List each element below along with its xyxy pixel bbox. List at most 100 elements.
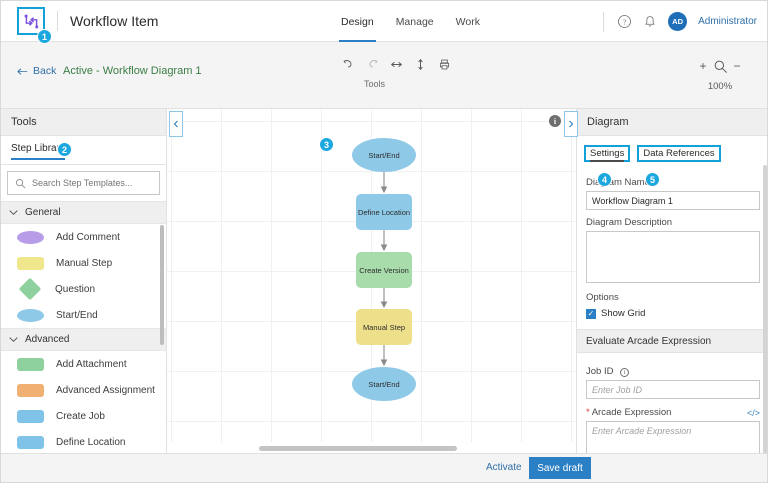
flow-node-manual-step[interactable]: Manual Step <box>356 309 412 345</box>
list-item[interactable]: Manual Step <box>1 250 166 276</box>
search-icon <box>15 178 26 188</box>
panel-scrollbar[interactable] <box>763 165 767 455</box>
zoom-level: 100% <box>707 81 733 92</box>
show-grid-checkbox[interactable]: ✓ <box>586 308 596 319</box>
arcade-section-header: Evaluate Arcade Expression <box>577 329 767 353</box>
page-title: Workflow Item <box>70 13 159 29</box>
search-input[interactable] <box>32 178 150 188</box>
back-label: Back <box>33 65 57 77</box>
chevron-left-icon <box>173 120 178 128</box>
collapse-left-panel-button[interactable] <box>169 111 183 137</box>
info-icon[interactable]: i <box>549 115 561 127</box>
panel-tabs: Settings Data References 4 5 <box>577 136 767 187</box>
flow-node-create-version[interactable]: Create Version <box>356 252 412 288</box>
sidebar-scrollbar[interactable] <box>160 225 164 345</box>
callout-badge-4: 4 <box>597 172 612 187</box>
flow-node-define-location[interactable]: Define Location <box>356 194 412 230</box>
required-asterisk: * <box>586 407 590 418</box>
tools-group: Tools <box>338 55 449 89</box>
avatar[interactable]: AD <box>668 12 688 31</box>
align-horizontal-icon[interactable] <box>390 57 403 71</box>
diagram-properties-panel: Diagram Settings Data References 4 5 Dia… <box>576 109 767 478</box>
group-header-general[interactable]: General <box>1 201 166 224</box>
redo-icon[interactable] <box>366 57 379 71</box>
tab-manage[interactable]: Manage <box>395 15 434 28</box>
step-label: Define Location <box>56 436 126 448</box>
step-label: Advanced Assignment <box>56 384 155 396</box>
tab-data-references[interactable]: Data References <box>637 144 721 162</box>
step-label: Create Job <box>56 410 105 422</box>
zoom-controls: + − 100% <box>685 56 755 92</box>
activate-button[interactable]: Activate <box>486 462 522 473</box>
show-grid-label: Show Grid <box>601 308 646 319</box>
sidebar-tabbar: Step Library 2 <box>1 136 166 165</box>
zoom-in-button[interactable]: + <box>699 59 707 73</box>
align-vertical-icon[interactable] <box>414 57 427 71</box>
document-title: Active - Workflow Diagram 1 <box>63 65 202 77</box>
flow-node-end[interactable]: Start/End <box>352 367 416 401</box>
header-divider <box>57 11 58 31</box>
panel-header: Diagram <box>577 109 767 136</box>
scrollbar-thumb[interactable] <box>259 446 457 451</box>
chevron-down-icon <box>9 337 18 343</box>
step-label: Add Attachment <box>56 358 127 370</box>
user-name[interactable]: Administrator <box>698 16 757 27</box>
shape-swatch-rect <box>17 256 44 270</box>
search-step-templates[interactable] <box>7 171 160 195</box>
magnifier-icon[interactable] <box>713 59 728 74</box>
show-grid-checkbox-row[interactable]: ✓ Show Grid <box>586 308 760 319</box>
tab-design[interactable]: Design <box>339 1 376 42</box>
shape-swatch-ellipse <box>17 230 44 244</box>
tab-step-library[interactable]: Step Library <box>11 143 65 160</box>
workflow-icon <box>24 14 38 28</box>
undo-icon[interactable] <box>342 57 355 71</box>
sub-toolbar: Back Active - Workflow Diagram 1 <box>1 42 767 109</box>
list-item[interactable]: Add Comment <box>1 224 166 250</box>
diagram-name-input[interactable]: Workflow Diagram 1 <box>586 191 760 210</box>
job-id-input[interactable]: Enter Job ID <box>586 380 760 399</box>
header-actions-divider <box>603 11 605 32</box>
group-label-advanced: Advanced <box>25 334 70 345</box>
flow-connectors <box>380 172 388 367</box>
bell-icon[interactable] <box>643 14 657 29</box>
back-button[interactable]: Back <box>17 65 56 77</box>
footer-bar: Activate Save draft <box>1 453 767 482</box>
arcade-expression-label: *Arcade Expression <box>586 407 671 418</box>
workflow-icon-highlight[interactable] <box>17 7 45 35</box>
tools-label: Tools <box>363 79 385 89</box>
print-icon[interactable] <box>438 57 451 71</box>
zoom-out-button[interactable]: − <box>733 59 741 73</box>
question-circle-icon[interactable]: ? <box>617 14 632 29</box>
info-icon[interactable]: i <box>620 368 630 377</box>
options-label: Options <box>586 292 619 303</box>
group-header-advanced[interactable]: Advanced <box>1 328 166 351</box>
list-item[interactable]: Advanced Assignment <box>1 377 166 403</box>
diagram-description-label: Diagram Description <box>586 217 673 228</box>
step-label: Question <box>55 283 96 295</box>
canvas-horizontal-scrollbar[interactable] <box>167 444 576 453</box>
tab-work[interactable]: Work <box>455 15 480 28</box>
list-item[interactable]: Create Job <box>1 403 166 429</box>
shape-swatch-diamond <box>18 277 42 301</box>
collapse-right-panel-button[interactable] <box>564 111 578 137</box>
job-id-label: Job ID i <box>586 366 760 377</box>
list-item[interactable]: Add Attachment <box>1 351 166 377</box>
panel-body: Diagram Name Workflow Diagram 1 Diagram … <box>577 164 767 319</box>
callout-badge-5: 5 <box>645 172 660 187</box>
app-header: 1 Workflow Item Design Manage Work ? AD … <box>1 1 767 44</box>
list-item[interactable]: Start/End <box>1 302 166 328</box>
tab-settings[interactable]: Settings <box>584 144 631 162</box>
diagram-canvas[interactable]: Start/End Define Location Create Version… <box>167 109 576 442</box>
list-item[interactable]: Question <box>1 276 166 302</box>
step-label: Start/End <box>56 309 98 321</box>
flow-node-start[interactable]: Start/End <box>352 138 416 172</box>
sidebar-header: Tools <box>1 109 166 136</box>
code-icon[interactable]: </> <box>746 407 760 418</box>
save-draft-button[interactable]: Save draft <box>529 457 591 479</box>
shape-swatch-rect <box>17 409 44 423</box>
diagram-description-textarea[interactable] <box>586 231 760 283</box>
arrow-left-icon <box>17 67 28 75</box>
list-item[interactable]: Define Location <box>1 429 166 455</box>
shape-swatch-rect <box>17 357 44 371</box>
